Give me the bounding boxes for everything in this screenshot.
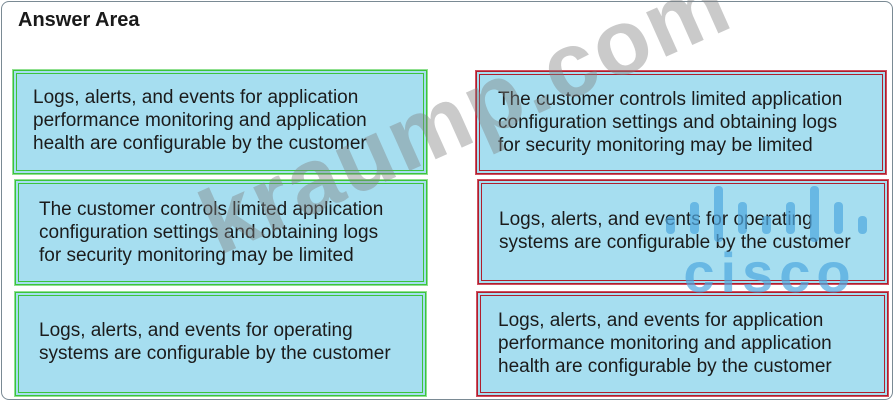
- left-option-1-text: Logs, alerts, and events for application…: [33, 87, 367, 154]
- right-answer-2[interactable]: Logs, alerts, and events for operating s…: [478, 180, 888, 284]
- right-answer-2-text: Logs, alerts, and events for operating s…: [499, 209, 851, 253]
- answer-area-title: Answer Area: [18, 9, 140, 31]
- left-option-2-text: The customer controls limited applicatio…: [39, 199, 384, 266]
- right-answer-1-text: The customer controls limited applicatio…: [498, 89, 843, 156]
- left-option-1[interactable]: Logs, alerts, and events for application…: [13, 70, 427, 174]
- left-option-3[interactable]: Logs, alerts, and events for operating s…: [15, 292, 426, 396]
- left-option-2[interactable]: The customer controls limited applicatio…: [15, 180, 427, 285]
- left-option-3-text: Logs, alerts, and events for operating s…: [39, 320, 391, 364]
- right-answer-3-text: Logs, alerts, and events for application…: [498, 310, 832, 377]
- right-answer-3[interactable]: Logs, alerts, and events for application…: [477, 292, 888, 396]
- right-answer-1[interactable]: The customer controls limited applicatio…: [476, 71, 886, 174]
